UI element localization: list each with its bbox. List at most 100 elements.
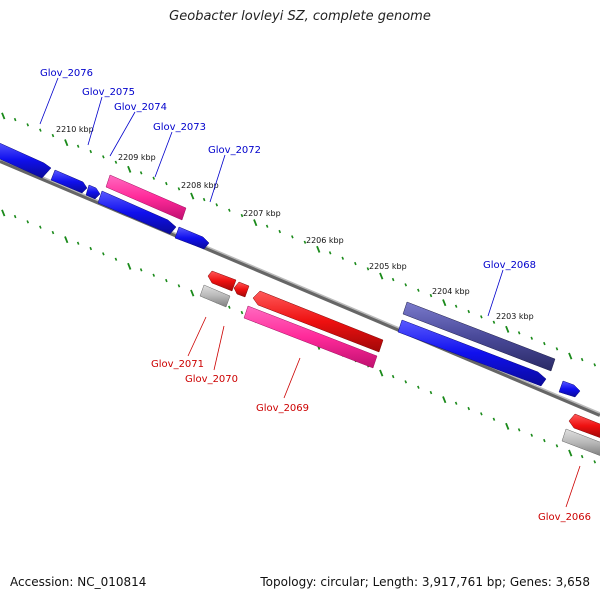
leader-line bbox=[187, 316, 207, 357]
scale-tick bbox=[593, 460, 597, 464]
genome-map[interactable]: 2210 kbp 2209 kbp 2208 kbp 2207 kbp 2206… bbox=[0, 0, 600, 560]
scale-tick bbox=[51, 230, 55, 235]
scale-tick bbox=[291, 235, 294, 239]
scale-tick bbox=[593, 363, 597, 367]
scale-tick bbox=[417, 385, 420, 389]
gene-glov-2066-fwd[interactable] bbox=[558, 380, 581, 398]
scale-tick bbox=[139, 268, 143, 272]
gene-label-glov-2066[interactable]: Glov_2066 bbox=[538, 512, 591, 523]
leader-line bbox=[154, 131, 173, 178]
gene-glov-2066[interactable] bbox=[561, 428, 600, 456]
gene-label-glov-2075[interactable]: Glov_2075 bbox=[82, 87, 135, 98]
gene-glov-2075b[interactable] bbox=[85, 184, 101, 200]
forward-labels: Glov_2076 Glov_2075 Glov_2074 Glov_2073 … bbox=[39, 68, 536, 317]
gene-glov-2071[interactable] bbox=[199, 284, 231, 308]
gene-glov-2074[interactable] bbox=[105, 174, 187, 221]
scale-tick bbox=[39, 128, 42, 132]
scale-tick bbox=[442, 299, 447, 307]
gene-label-glov-2074[interactable]: Glov_2074 bbox=[114, 102, 167, 113]
scale-label: 2208 kbp bbox=[181, 181, 219, 190]
scale-tick bbox=[328, 251, 332, 255]
gene-glov-2069[interactable] bbox=[243, 305, 378, 369]
gene-glov-2072[interactable] bbox=[174, 226, 210, 250]
scale-tick bbox=[253, 219, 258, 227]
scale-tick bbox=[517, 428, 521, 432]
scale-tick bbox=[568, 352, 573, 360]
scale-tick bbox=[429, 390, 433, 395]
reverse-labels: Glov_2071 Glov_2070 Glov_2069 Glov_2066 bbox=[151, 316, 591, 523]
leader-line bbox=[209, 154, 226, 203]
gene-glov-2070[interactable] bbox=[233, 281, 250, 298]
scale-tick bbox=[13, 214, 17, 219]
scale-label: 2210 kbp bbox=[56, 125, 94, 134]
scale-label: 2205 kbp bbox=[369, 262, 407, 271]
scale-tick bbox=[51, 133, 55, 138]
gene-label-glov-2072[interactable]: Glov_2072 bbox=[208, 145, 261, 156]
leader-line bbox=[283, 357, 301, 399]
scale-tick bbox=[265, 224, 269, 228]
scale-tick bbox=[26, 123, 30, 127]
scale-tick bbox=[39, 225, 42, 229]
gene-label-glov-2068[interactable]: Glov_2068 bbox=[483, 260, 536, 271]
scale-tick bbox=[580, 454, 584, 459]
scale-tick bbox=[505, 325, 510, 333]
scale-tick bbox=[102, 252, 105, 256]
gene-label-glov-2069[interactable]: Glov_2069 bbox=[256, 403, 309, 414]
forward-features bbox=[0, 141, 581, 398]
gene-glov-2073[interactable] bbox=[97, 190, 177, 235]
scale-tick bbox=[228, 305, 231, 309]
scale-tick bbox=[505, 422, 510, 430]
gene-glov-2066a[interactable] bbox=[568, 413, 600, 438]
scale-label: 2203 kbp bbox=[496, 312, 534, 321]
genome-summary-text: Topology: circular; Length: 3,917,761 bp… bbox=[260, 575, 590, 589]
scale-tick bbox=[555, 347, 559, 351]
scale-tick bbox=[391, 374, 395, 379]
scale-tick bbox=[190, 192, 195, 200]
scale-tick bbox=[240, 213, 244, 218]
gene-glov-2068[interactable] bbox=[402, 301, 556, 372]
scale-tick bbox=[202, 197, 206, 202]
scale-tick bbox=[379, 272, 384, 280]
gene-glov-2071a[interactable] bbox=[207, 270, 237, 292]
scale-tick bbox=[366, 267, 370, 271]
map-title: Geobacter lovleyi SZ, complete genome bbox=[169, 9, 431, 24]
forward-scale-ticks bbox=[1, 112, 597, 367]
gene-glov-2075[interactable] bbox=[50, 169, 88, 194]
gene-glov-2067[interactable] bbox=[397, 319, 547, 387]
scale-tick bbox=[467, 406, 471, 411]
scale-tick bbox=[303, 240, 307, 244]
scale-tick bbox=[177, 284, 181, 288]
scale-tick bbox=[64, 236, 69, 244]
gene-glov-2076[interactable] bbox=[0, 141, 52, 179]
gene-label-glov-2073[interactable]: Glov_2073 bbox=[153, 122, 206, 133]
scale-tick bbox=[379, 369, 384, 377]
gene-label-glov-2071[interactable]: Glov_2071 bbox=[151, 359, 204, 370]
scale-tick bbox=[89, 246, 93, 251]
scale-tick bbox=[165, 278, 168, 283]
scale-tick bbox=[454, 401, 458, 405]
scale-tick bbox=[127, 262, 132, 270]
scale-tick bbox=[492, 320, 496, 324]
scale-tick bbox=[13, 117, 17, 122]
scale-tick bbox=[467, 309, 471, 314]
scale-tick bbox=[177, 187, 181, 191]
gene-label-glov-2076[interactable]: Glov_2076 bbox=[40, 68, 93, 79]
scale-label: 2209 kbp bbox=[118, 153, 156, 162]
scale-tick bbox=[139, 171, 143, 175]
scale-tick bbox=[165, 181, 168, 186]
scale-tick bbox=[76, 241, 80, 245]
scale-labels: 2210 kbp 2209 kbp 2208 kbp 2207 kbp 2206… bbox=[56, 125, 534, 321]
scale-tick bbox=[404, 283, 408, 287]
genome-backbone bbox=[0, 159, 600, 417]
scale-tick bbox=[152, 176, 156, 180]
gene-glov-2069a[interactable] bbox=[252, 290, 384, 353]
leader-line bbox=[213, 325, 225, 371]
accession-text: Accession: NC_010814 bbox=[10, 575, 147, 589]
gene-label-glov-2070[interactable]: Glov_2070 bbox=[185, 374, 238, 385]
scale-tick bbox=[429, 293, 433, 298]
scale-tick bbox=[228, 208, 231, 212]
scale-tick bbox=[114, 257, 118, 261]
scale-tick bbox=[240, 310, 244, 315]
leader-line bbox=[39, 77, 59, 125]
leader-line bbox=[487, 269, 504, 317]
